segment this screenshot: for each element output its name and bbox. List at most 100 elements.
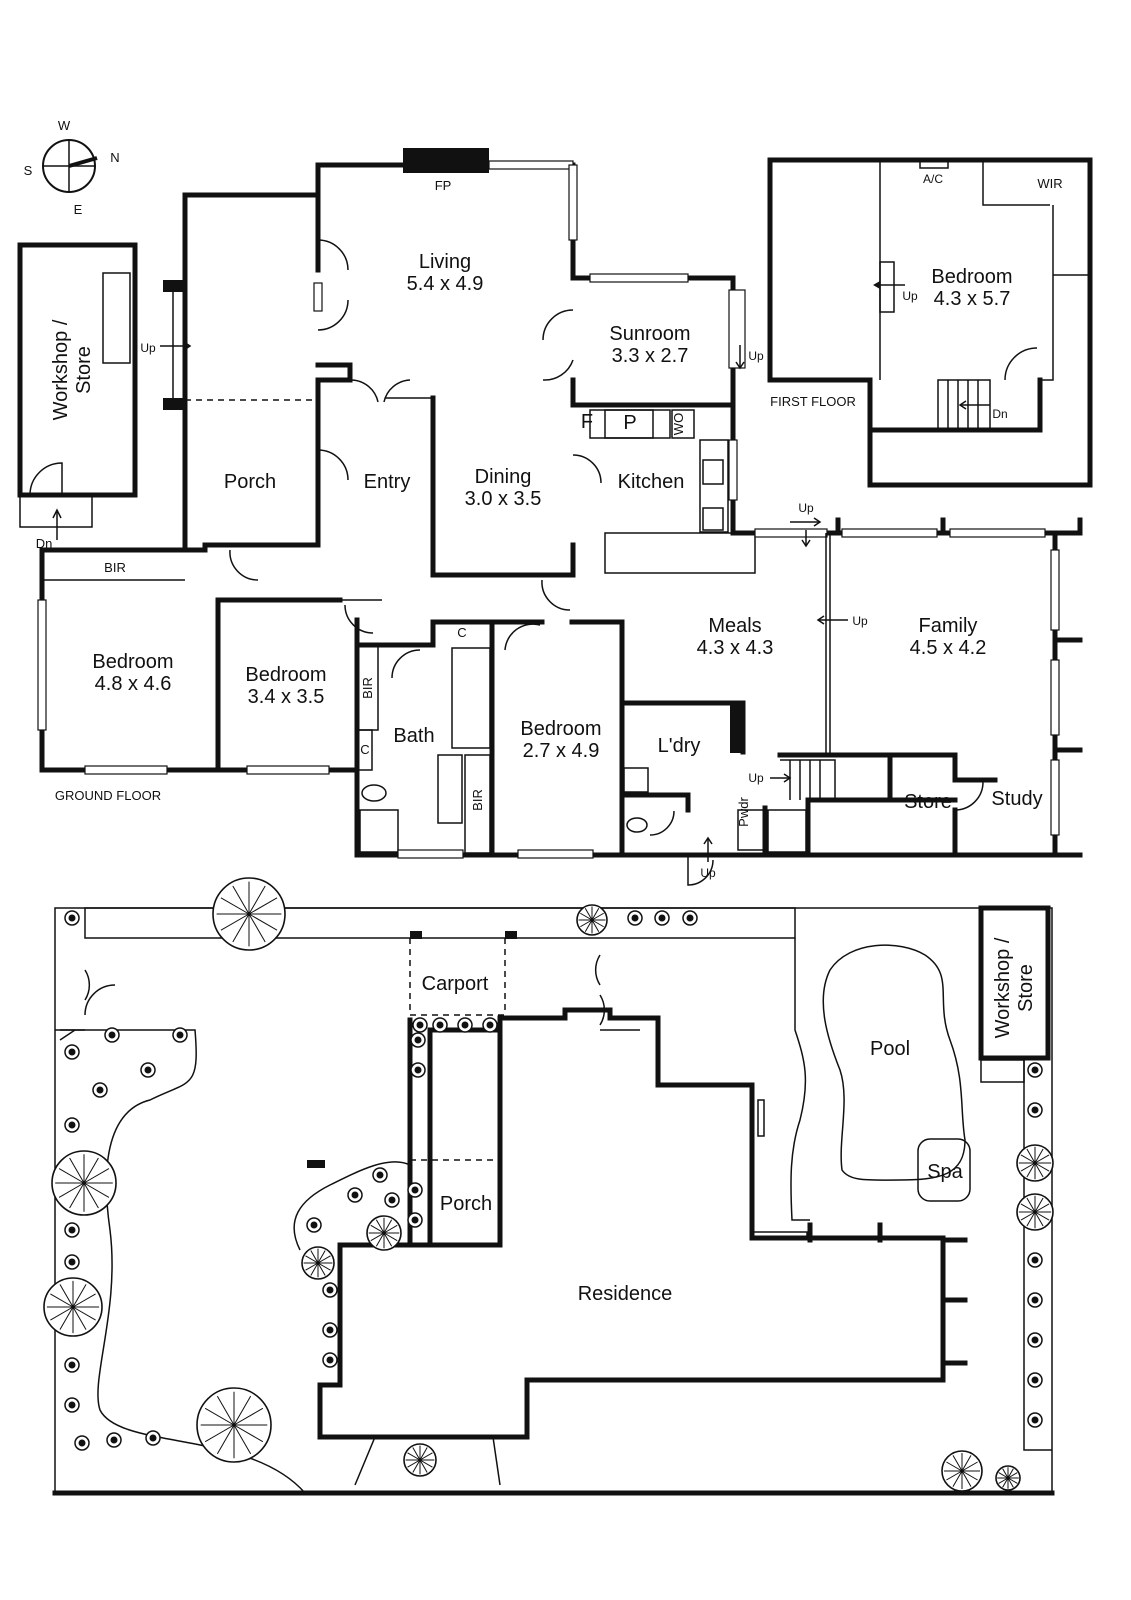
wall-oven-label: WO (671, 413, 686, 435)
shrub-icon (627, 910, 643, 926)
family-name: Family (919, 615, 978, 637)
shrub-icon (64, 1357, 80, 1373)
site-shrubs (64, 910, 1043, 1451)
residence-label: Residence (578, 1283, 673, 1305)
powder-name: Pwdr (736, 797, 751, 827)
shrub-icon (64, 1397, 80, 1413)
ground-floor-labels: Living 5.4 x 4.9 FP Sunroom 3.3 x 2.7 Di… (55, 178, 1043, 827)
pantry-label: P (623, 412, 636, 434)
shrub-icon (384, 1192, 400, 1208)
laundry-name: L'dry (658, 735, 701, 757)
first-floor-dn: Dn (992, 407, 1007, 421)
porch-up: Up (140, 341, 156, 355)
shrub-icon (64, 1254, 80, 1270)
tree-icon (212, 877, 286, 951)
tree-icon (366, 1215, 402, 1251)
bir-bedroom-2: BIR (360, 677, 375, 699)
tree-icon (43, 1277, 103, 1337)
tree-icon (941, 1450, 983, 1492)
bedroom-upper-size: 4.3 x 5.7 (934, 288, 1011, 310)
tree-icon (1016, 1144, 1054, 1182)
pool-label: Pool (870, 1038, 910, 1060)
compass-west: W (58, 118, 71, 133)
carport-label: Carport (422, 973, 489, 995)
bir-bath: BIR (470, 789, 485, 811)
back-up: Up (700, 866, 716, 880)
site-porch-label: Porch (440, 1193, 492, 1215)
first-floor-label: FIRST FLOOR (770, 394, 856, 409)
compass-north: N (110, 150, 119, 165)
sunroom-up: Up (748, 349, 764, 363)
site-trees (43, 877, 1054, 1492)
cupboard-bath: C (457, 625, 466, 640)
tree-icon (51, 1150, 117, 1216)
shrub-icon (1027, 1412, 1043, 1428)
sunroom-size: 3.3 x 2.7 (612, 345, 689, 367)
study-name: Study (991, 788, 1042, 810)
dining-size: 3.0 x 3.5 (465, 488, 542, 510)
shrub-icon (92, 1082, 108, 1098)
shrub-icon (64, 1222, 80, 1238)
shrub-icon (410, 1062, 426, 1078)
door-swings (229, 239, 984, 836)
bedroom-1-name: Bedroom (92, 651, 173, 673)
bath-name: Bath (393, 725, 434, 747)
shrub-icon (482, 1017, 498, 1033)
tree-icon (576, 904, 608, 936)
ground-floor-label: GROUND FLOOR (55, 788, 161, 803)
tree-icon (301, 1246, 335, 1280)
bedroom-3-name: Bedroom (520, 718, 601, 740)
living-name: Living (419, 251, 471, 273)
shrub-icon (457, 1017, 473, 1033)
shrub-icon (410, 1032, 426, 1048)
spa-label: Spa (927, 1161, 963, 1183)
compass-icon: W N S E (24, 118, 120, 217)
workshop-label-line2: Store (73, 346, 95, 394)
cupboard-hall: C (360, 742, 369, 757)
ac-label: A/C (923, 172, 943, 186)
shrub-icon (1027, 1292, 1043, 1308)
family-size: 4.5 x 4.2 (910, 637, 987, 659)
bedroom-3-size: 2.7 x 4.9 (523, 740, 600, 762)
shrub-icon (306, 1217, 322, 1233)
bedroom-2-name: Bedroom (245, 664, 326, 686)
site-workshop-line2: Store (1015, 964, 1037, 1012)
shrub-icon (1027, 1252, 1043, 1268)
shrub-icon (407, 1182, 423, 1198)
tree-icon (196, 1387, 272, 1463)
shrub-icon (407, 1212, 423, 1228)
meals-size: 4.3 x 4.3 (697, 637, 774, 659)
meals-up: Up (798, 501, 814, 515)
first-floor-walls: Up Dn Bedroom 4.3 x 5.7 WIR A/C FIRST FL… (767, 157, 1093, 488)
first-floor-up: Up (902, 289, 918, 303)
meals-name: Meals (708, 615, 761, 637)
shrub-icon (1027, 1372, 1043, 1388)
stair-up: Up (748, 771, 764, 785)
stair-arrows: Up Up Up Up Up Up (140, 341, 868, 880)
shrub-icon (1027, 1332, 1043, 1348)
shrub-icon (347, 1187, 363, 1203)
workshop-dn: Dn (36, 536, 53, 551)
tree-icon (1016, 1193, 1054, 1231)
tree-icon (403, 1443, 437, 1477)
shrub-icon (412, 1017, 428, 1033)
tree-icon (995, 1465, 1021, 1491)
shrub-icon (104, 1027, 120, 1043)
shrub-icon (106, 1432, 122, 1448)
wir-label: WIR (1037, 176, 1062, 191)
site-workshop-line1: Workshop / (992, 937, 1014, 1038)
store-name: Store (904, 791, 952, 813)
dining-name: Dining (475, 466, 532, 488)
shrub-icon (64, 1044, 80, 1060)
kitchen-name: Kitchen (618, 471, 685, 493)
fireplace-label: FP (435, 178, 452, 193)
fridge-label: F (581, 411, 593, 433)
shrub-icon (682, 910, 698, 926)
living-size: 5.4 x 4.9 (407, 273, 484, 295)
bedroom-upper-name: Bedroom (931, 266, 1012, 288)
bir-bedroom-1: BIR (104, 560, 126, 575)
family-up: Up (852, 614, 868, 628)
compass-east: E (74, 202, 83, 217)
site-plan: Carport Porch Residence Pool Spa (52, 905, 1055, 1496)
